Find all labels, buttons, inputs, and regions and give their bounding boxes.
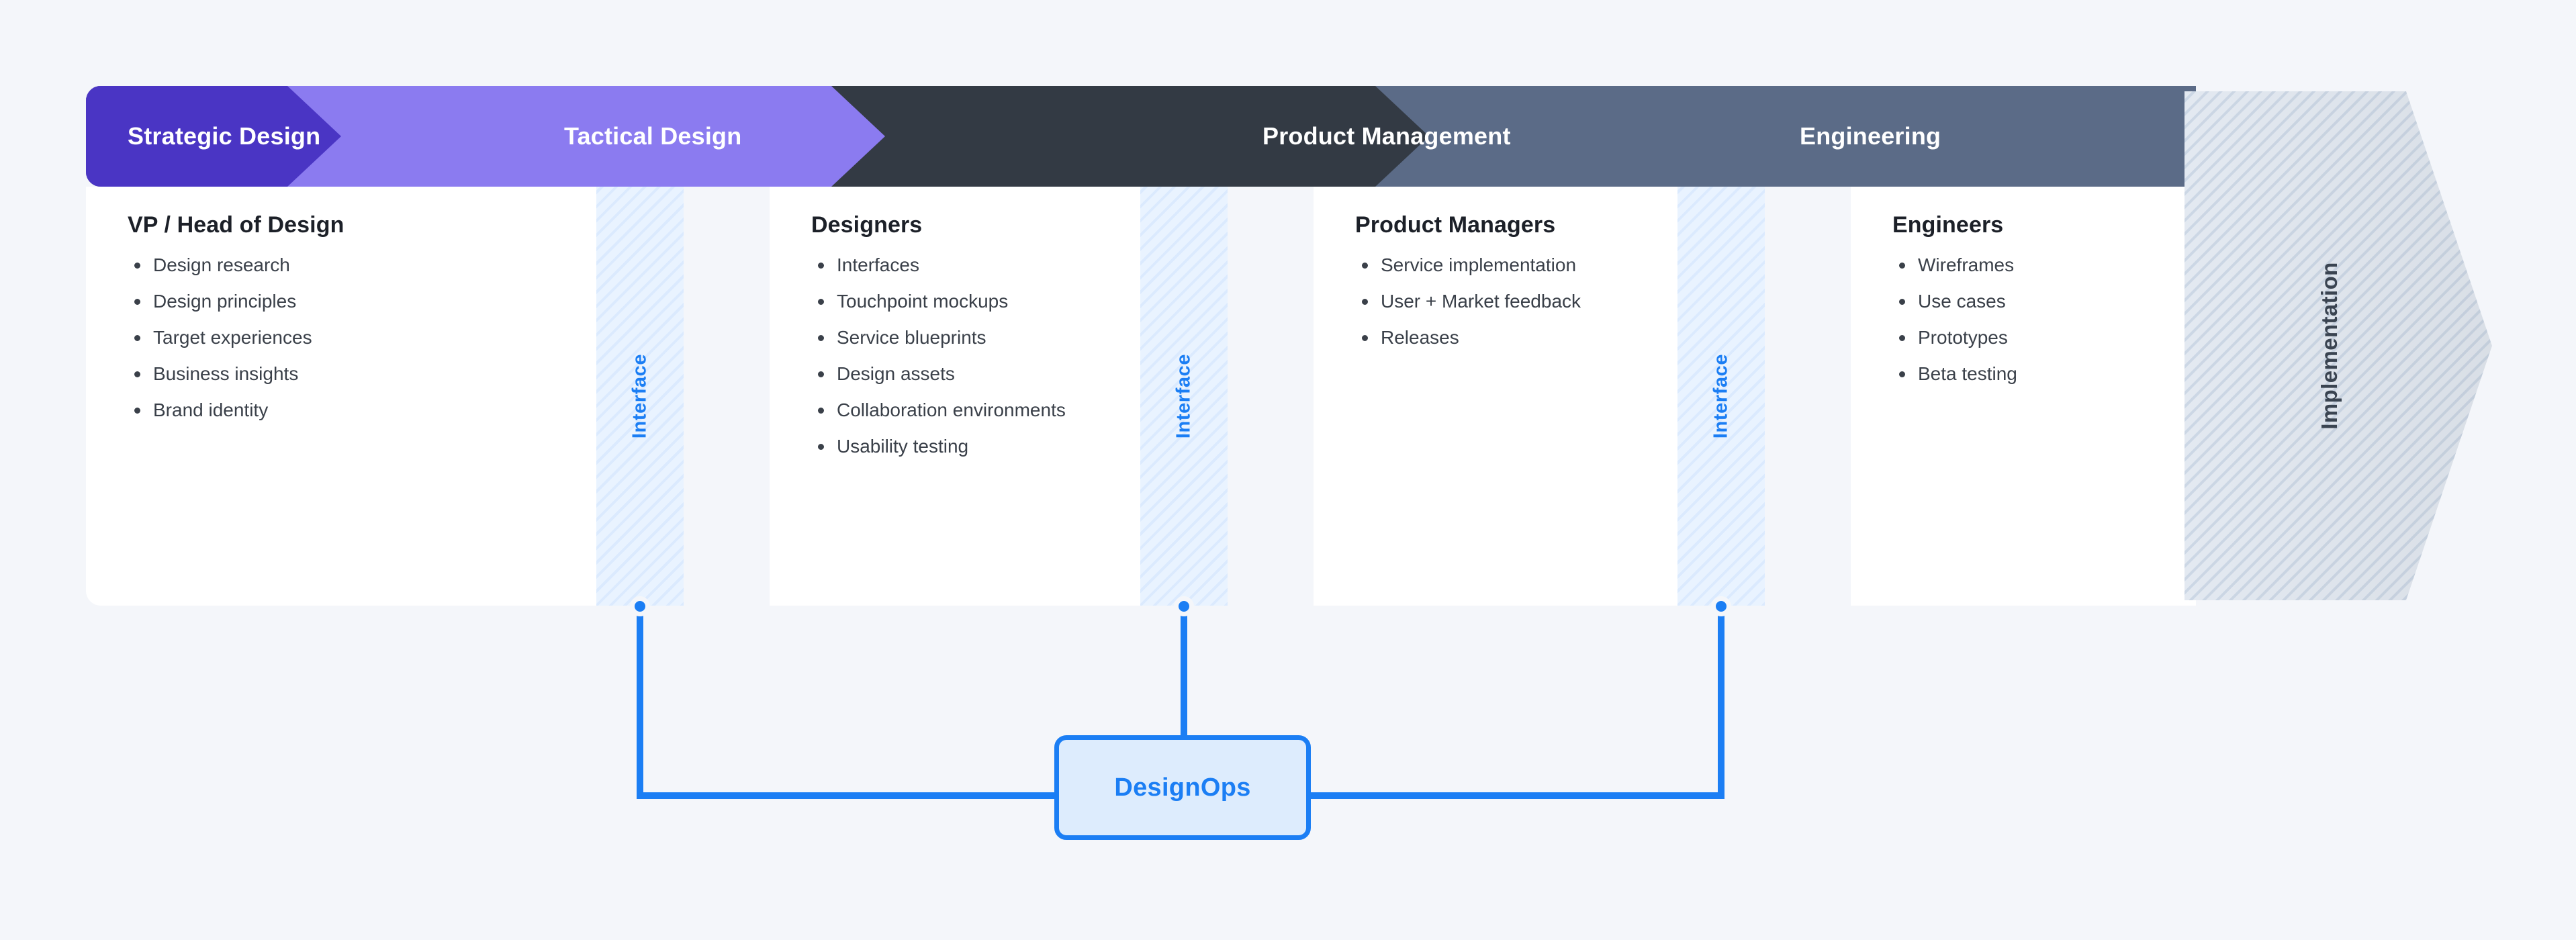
stage-card-strategic-design: VP / Head of Design Design research Desi… xyxy=(86,187,682,606)
list-item: Target experiences xyxy=(128,328,682,347)
list-item: Design principles xyxy=(128,292,682,311)
header-shape-strategic-design xyxy=(86,86,341,187)
list-item: Usability testing xyxy=(811,437,1226,456)
connector-node-interface-2[interactable] xyxy=(1174,596,1194,616)
card-list-engineering: Wireframes Use cases Prototypes Beta tes… xyxy=(1892,256,2196,383)
card-title-engineering: Engineers xyxy=(1892,212,2004,238)
implementation-arrow: Implementation xyxy=(2184,86,2507,606)
interface-column-3[interactable]: Interface xyxy=(1677,187,1765,606)
connector-node-interface-3[interactable] xyxy=(1711,596,1731,616)
list-item: Prototypes xyxy=(1892,328,2196,347)
list-item: Beta testing xyxy=(1892,365,2196,383)
list-item: Releases xyxy=(1355,328,1763,347)
card-list-product-management: Service implementation User + Market fee… xyxy=(1355,256,1763,347)
list-item: Wireframes xyxy=(1892,256,2196,275)
card-list-tactical-design: Interfaces Touchpoint mockups Service bl… xyxy=(811,256,1226,456)
card-list-strategic-design: Design research Design principles Target… xyxy=(128,256,682,420)
designops-label: DesignOps xyxy=(1114,773,1251,802)
interface-column-1[interactable]: Interface xyxy=(596,187,684,606)
list-item: Service implementation xyxy=(1355,256,1763,275)
connector-line-interface-1 xyxy=(637,606,1054,799)
list-item: Use cases xyxy=(1892,292,2196,311)
interface-column-2[interactable]: Interface xyxy=(1140,187,1228,606)
list-item: User + Market feedback xyxy=(1355,292,1763,311)
designops-node[interactable]: DesignOps xyxy=(1054,735,1311,840)
list-item: Brand identity xyxy=(128,401,682,420)
list-item: Touchpoint mockups xyxy=(811,292,1226,311)
connector-node-interface-1[interactable] xyxy=(630,596,650,616)
implementation-arrow-shape xyxy=(2184,91,2492,600)
card-title-strategic-design: VP / Head of Design xyxy=(128,212,344,238)
connector-line-interface-3 xyxy=(1311,606,1724,799)
list-item: Collaboration environments xyxy=(811,401,1226,420)
stage-card-engineering: Engineers Wireframes Use cases Prototype… xyxy=(1851,187,2196,606)
card-title-tactical-design: Designers xyxy=(811,212,923,238)
list-item: Design research xyxy=(128,256,682,275)
stage-header-shapes xyxy=(86,86,2196,187)
list-item: Interfaces xyxy=(811,256,1226,275)
card-title-product-management: Product Managers xyxy=(1355,212,1556,238)
list-item: Design assets xyxy=(811,365,1226,383)
list-item: Service blueprints xyxy=(811,328,1226,347)
list-item: Business insights xyxy=(128,365,682,383)
